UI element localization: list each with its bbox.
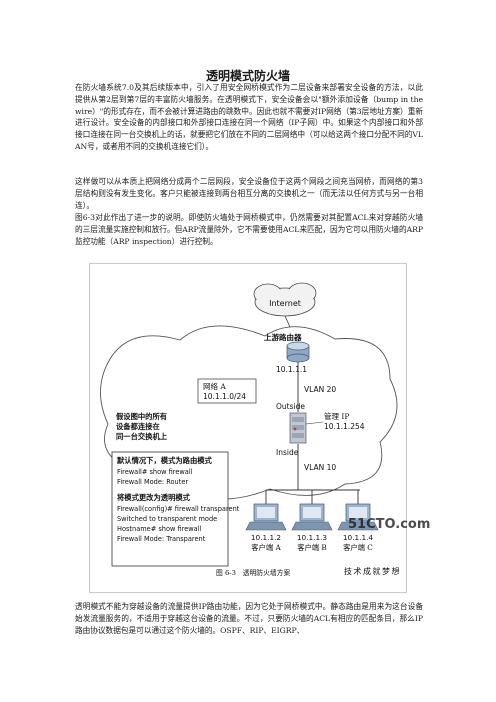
network-diagram: Internet 上游路由器 10.1.1.1 VLAN 20 Outside … (100, 282, 430, 577)
default-cmd-1: Firewall# show firewall (117, 468, 193, 476)
router-ip: 10.1.1.1 (276, 365, 307, 374)
note-line-1: 假设图中的所有 (116, 412, 167, 421)
network-a-box (197, 378, 257, 404)
client-a-name: 客户端 A (251, 543, 281, 552)
internet-cloud-icon (253, 282, 317, 317)
default-mode-header: 默认情况下，模式为路由模式 (117, 456, 213, 465)
transparent-mode-header: 将模式更改为透明模式 (117, 493, 191, 502)
watermark-tag: 技术成就梦想 (344, 566, 401, 576)
inside-label: Inside (276, 448, 299, 457)
note-line-2: 设备都连接在 (116, 422, 160, 431)
vlan-20-label: VLAN 20 (304, 385, 336, 394)
config-box (111, 451, 229, 567)
note-line-3: 同一台交换机上 (116, 432, 168, 441)
transparent-cmd-3: Hostname# show firewall (117, 525, 202, 533)
client-c-ip: 10.1.1.4 (343, 533, 374, 542)
watermark-site: 51CTO.com (348, 517, 430, 532)
firewall-icon (289, 412, 307, 444)
client-b-ip: 10.1.1.3 (297, 533, 328, 542)
router-icon (286, 341, 310, 363)
figure-caption: 图 6-3 透明防火墙方案 (216, 568, 290, 577)
client-c-pc-icon (337, 503, 379, 531)
client-c-name: 客户端 C (343, 543, 373, 552)
client-a-ip: 10.1.1.2 (251, 533, 281, 542)
transparent-cmd-4: Firewall Mode: Transparent (117, 535, 206, 543)
client-a-pc-icon (245, 503, 287, 531)
paragraph-1: 在防火墙系统7.0及其后续版本中，引入了用安全网桥模式作为二层设备来部署安全设备… (75, 83, 423, 151)
mgmt-ip-label: 管理 IP (324, 411, 349, 421)
outside-label: Outside (276, 402, 305, 411)
paragraph-2: 这样做可以从本质上把网络分成两个二层网段，安全设备位于这两个网段之间充当网桥，而… (75, 177, 423, 210)
mgmt-ip: 10.1.1.254 (324, 422, 365, 431)
vlan-10-label: VLAN 10 (304, 463, 336, 472)
internet-label: Internet (269, 299, 301, 308)
paragraph-3: 图6-3对此作出了进一步的说明。即使防火墙处于网桥模式中，仍然需要对其配置ACL… (75, 213, 423, 246)
paragraph-4: 透明模式不能为穿越设备的流量提供IP路由功能，因为它处于网桥模式中。静态路由是用… (75, 602, 423, 635)
client-b-pc-icon (291, 503, 333, 531)
default-cmd-2: Firewall Mode: Router (117, 478, 188, 486)
network-a-label: 网络 A (203, 381, 226, 391)
upstream-router-label: 上游路由器 (264, 332, 302, 342)
figure-6-3: Internet 上游路由器 10.1.1.1 VLAN 20 Outside … (89, 263, 430, 593)
page-title: 透明模式防火墙 (205, 69, 290, 83)
network-a-subnet: 10.1.1.0/24 (203, 392, 246, 401)
transparent-cmd-1: Firewall(config)# firewall transparent (117, 505, 240, 513)
transparent-cmd-2: Switched to transparent mode (117, 515, 217, 523)
client-b-name: 客户端 B (297, 543, 327, 552)
